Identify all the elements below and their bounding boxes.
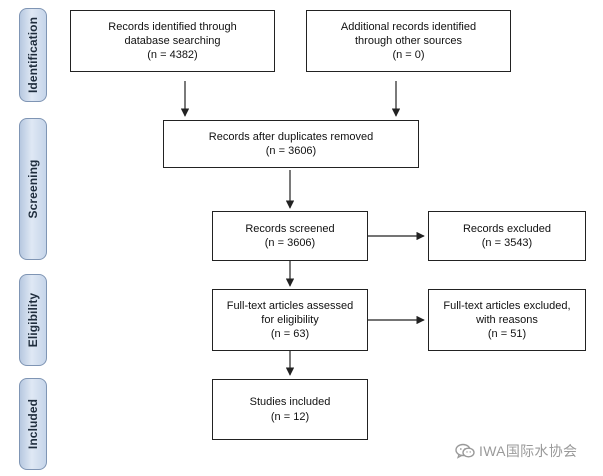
box-database-search: Records identified through database sear…	[70, 10, 275, 72]
phase-included: Included	[19, 378, 47, 470]
database-search-count: (n = 4382)	[147, 49, 198, 62]
phase-identification: Identification	[19, 8, 47, 102]
box-records-screened: Records screened (n = 3606)	[212, 211, 368, 261]
after-duplicates-line1: Records after duplicates removed	[208, 130, 374, 143]
records-excluded-count: (n = 3543)	[481, 237, 533, 249]
full-text-excluded-count: (n = 51)	[487, 328, 527, 341]
box-records-excluded: Records excluded (n = 3543)	[428, 211, 586, 261]
box-other-sources: Additional records identified through ot…	[306, 10, 511, 72]
box-full-text-excluded: Full-text articles excluded, with reason…	[428, 289, 586, 351]
records-screened-line1: Records screened	[245, 222, 335, 235]
full-text-excluded-line1: Full-text articles excluded,	[443, 299, 571, 312]
phase-eligibility: Eligibility	[19, 274, 47, 366]
studies-included-line1: Studies included	[249, 396, 331, 409]
watermark: IWA国际水协会	[455, 440, 601, 462]
watermark-text: IWA国际水协会	[479, 443, 578, 459]
full-text-assessed-count: (n = 63)	[270, 328, 310, 341]
wechat-icon	[455, 443, 475, 459]
full-text-assessed-line1: Full-text articles assessed	[226, 299, 354, 312]
studies-included-count: (n = 12)	[270, 410, 310, 423]
box-full-text-assessed: Full-text articles assessed for eligibil…	[212, 289, 368, 351]
other-sources-line2: through other sources	[354, 34, 462, 47]
other-sources-line1: Additional records identified	[340, 20, 477, 33]
phase-screening: Screening	[19, 118, 47, 260]
other-sources-count: (n = 0)	[392, 49, 425, 62]
box-studies-included: Studies included (n = 12)	[212, 379, 368, 440]
records-screened-count: (n = 3606)	[264, 237, 316, 249]
database-search-line1: Records identified through	[108, 20, 237, 33]
box-after-duplicates: Records after duplicates removed (n = 36…	[163, 120, 419, 168]
records-excluded-line1: Records excluded	[462, 222, 552, 235]
full-text-assessed-line2: for eligibility	[261, 313, 319, 326]
after-duplicates-count: (n = 3606)	[265, 145, 317, 157]
full-text-excluded-line2: with reasons	[476, 313, 538, 326]
database-search-line2: database searching	[124, 34, 221, 47]
